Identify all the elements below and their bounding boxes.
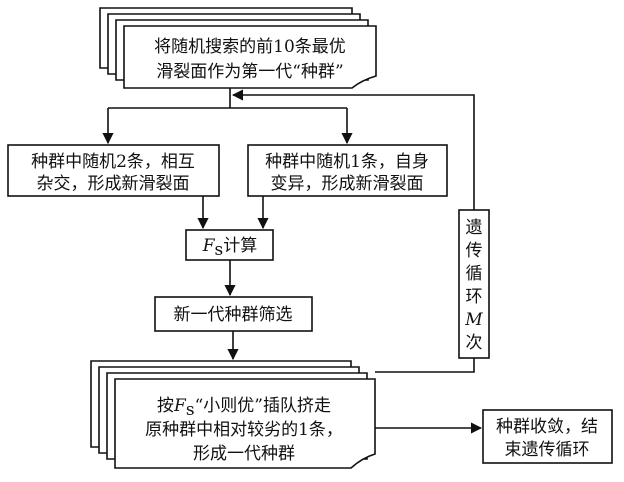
fs-calc-text: 计算 (223, 236, 257, 256)
end-box (482, 409, 613, 464)
crossover-line1: 种群中随机2条，相互 (31, 152, 195, 172)
arrow-loop-to-initial (231, 89, 475, 210)
stack-layer-front (114, 378, 376, 469)
loop-char-1: 传 (466, 241, 483, 261)
fs-calc-node: Fs计算 (185, 229, 274, 261)
loop-char-5: 次 (466, 333, 483, 353)
replace-line1: 按Fs“小则优”插队挤走 (157, 396, 331, 420)
crossover-box (7, 144, 220, 197)
fs-calc-label: Fs计算 (202, 236, 258, 260)
replace-line2: 原种群中相对较劣的1条， (145, 420, 343, 440)
mutation-line1: 种群中随机1条，自身 (265, 152, 429, 172)
loop-char-2: 循 (466, 264, 483, 284)
mutation-line2: 变异，形成新滑裂面 (271, 174, 424, 194)
end-node: 种群收敛，结 束遗传循环 (482, 409, 613, 464)
crossover-node: 种群中随机2条，相互 杂交，形成新滑裂面 (7, 144, 220, 197)
replace-fs-subscript: s (186, 400, 195, 420)
connector-replace-to-loop (375, 358, 475, 373)
loop-char-0: 遗 (466, 218, 483, 238)
initial-population-node: 将随机搜索的前10条最优 滑裂面作为第一代“种群” (99, 7, 377, 89)
fs-subscript: s (215, 240, 224, 260)
loop-char-4: M (464, 310, 483, 330)
fs-symbol: F (202, 236, 216, 256)
end-line1: 种群收敛，结 (496, 417, 598, 437)
fs-calc-box (185, 229, 274, 261)
loop-box (458, 209, 490, 359)
replace-suffix: “小则优”插队挤走 (195, 396, 331, 416)
replace-fs-symbol: F (173, 396, 187, 416)
end-line2: 束遗传循环 (505, 440, 590, 460)
connectors (102, 88, 483, 434)
crossover-line2: 杂交，形成新滑裂面 (37, 174, 190, 194)
replace-prefix: 按 (157, 396, 174, 416)
mutation-box (247, 144, 448, 197)
selection-node: 新一代种群筛选 (154, 296, 313, 332)
replace-node: 按Fs“小则优”插队挤走 原种群中相对较劣的1条， 形成一代种群 (90, 360, 376, 469)
mutation-node: 种群中随机1条，自身 变异，形成新滑裂面 (247, 144, 448, 197)
selection-box (154, 296, 313, 332)
selection-label: 新一代种群筛选 (174, 305, 293, 325)
loop-char-3: 环 (466, 287, 483, 307)
loop-node: 遗 传 循 环 M 次 (458, 209, 490, 359)
stack-layer-front (123, 25, 377, 89)
initial-line1: 将随机搜索的前10条最优 (154, 37, 346, 57)
initial-line2: 滑裂面作为第一代“种群” (156, 62, 343, 82)
replace-line3: 形成一代种群 (193, 444, 295, 464)
